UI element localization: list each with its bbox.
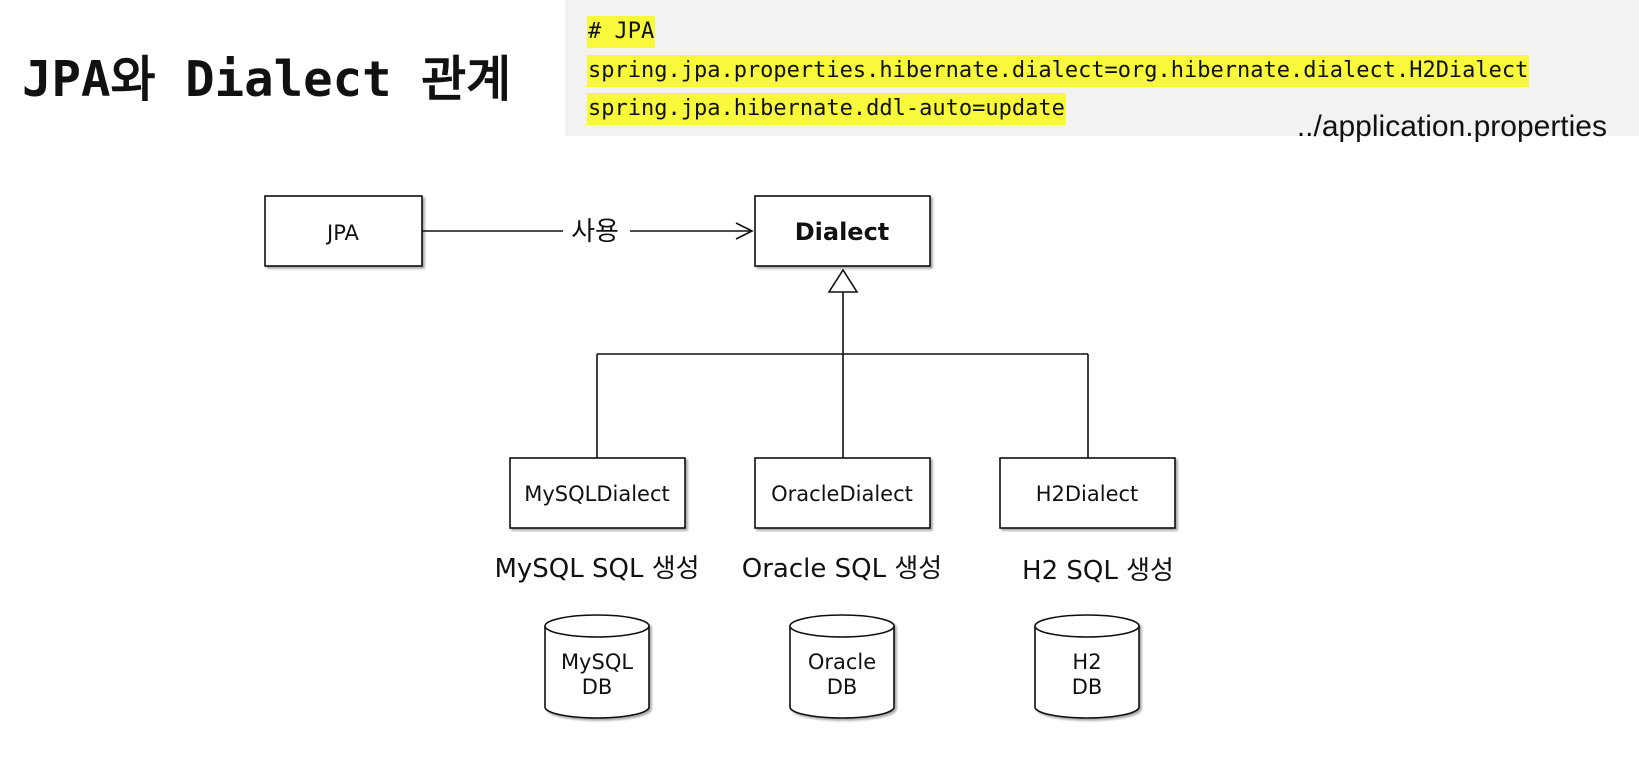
h2-dialect-box: H2Dialect: [999, 457, 1176, 529]
code-dialect-line: spring.jpa.properties.hibernate.dialect=…: [587, 55, 1530, 87]
oracle-dialect-box: OracleDialect: [754, 457, 931, 529]
uses-arrow-head: [735, 222, 754, 240]
jpa-box: JPA: [264, 195, 423, 267]
oracle-db-cylinder: [789, 614, 895, 719]
jpa-label: JPA: [325, 221, 360, 245]
h2-db-cylinder: [1034, 614, 1140, 719]
mysql-dialect-box: MySQLDialect: [509, 457, 686, 529]
code-comment-line: # JPA: [587, 16, 656, 48]
mysql-db-label-line2: DB: [582, 675, 613, 699]
mysql-db-label-line1: MySQL: [561, 650, 633, 674]
dialect-label: Dialect: [795, 218, 890, 246]
uses-label: 사용: [571, 217, 619, 247]
h2-sql-caption: H2 SQL 생성: [1022, 556, 1174, 586]
mysql-db-cylinder: [544, 614, 650, 719]
h2-dialect-label: H2Dialect: [1036, 482, 1139, 506]
code-file-path: ../application.properties: [1296, 110, 1607, 143]
h2-db-label-line2: DB: [1072, 675, 1103, 699]
code-ddl-line: spring.jpa.hibernate.ddl-auto=update: [587, 93, 1066, 125]
mysql-sql-caption: MySQL SQL 생성: [494, 554, 699, 584]
oracle-dialect-label: OracleDialect: [771, 482, 913, 506]
inheritance-triangle: [827, 268, 859, 293]
oracle-db-label-line1: Oracle: [808, 650, 876, 674]
h2-db-label-line1: H2: [1072, 650, 1101, 674]
mysql-dialect-label: MySQLDialect: [524, 482, 670, 506]
dialect-box: Dialect: [754, 195, 931, 267]
oracle-db-label-line2: DB: [827, 675, 858, 699]
page-title: JPA와 Dialect 관계: [22, 51, 512, 108]
oracle-sql-caption: Oracle SQL 생성: [742, 554, 942, 584]
